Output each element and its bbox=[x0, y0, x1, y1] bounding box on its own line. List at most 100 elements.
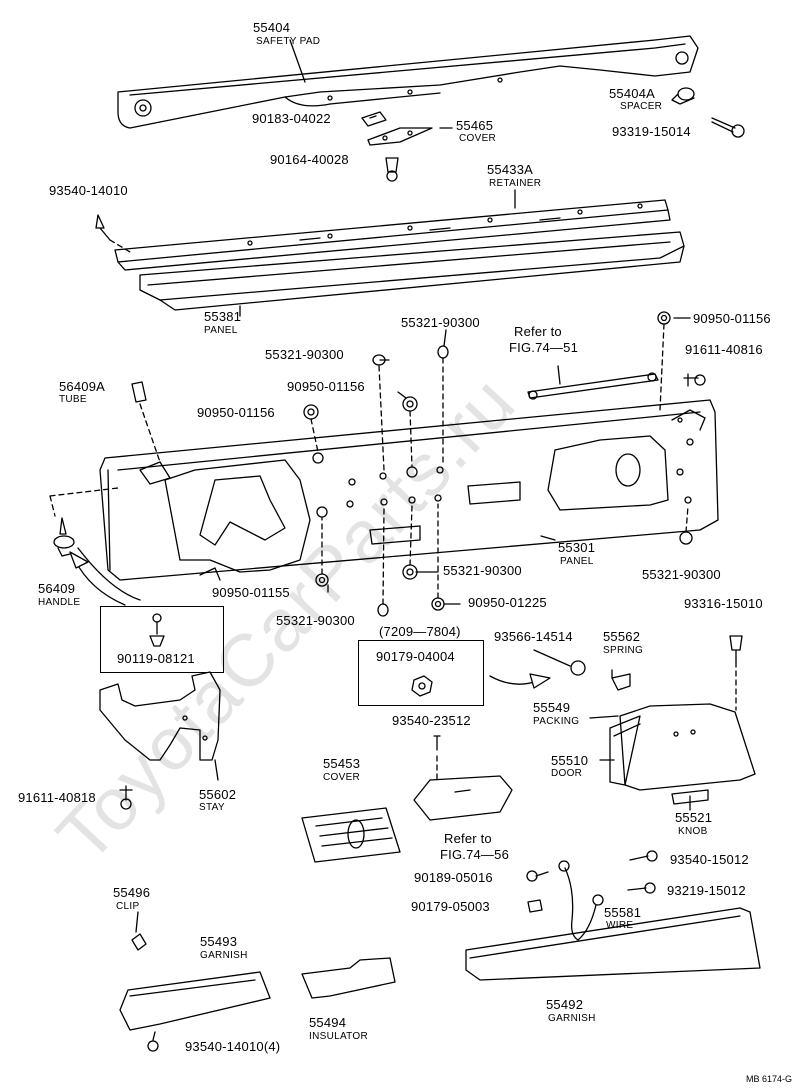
part-number-55301[interactable]: 55301 bbox=[558, 540, 596, 555]
part-number-93540-14010[interactable]: 93540-14010 bbox=[49, 183, 128, 198]
knob-part[interactable] bbox=[671, 789, 709, 805]
ref-fig51-line2[interactable]: FIG.74—51 bbox=[509, 340, 578, 355]
part-number-55521[interactable]: 55521 bbox=[675, 810, 713, 825]
wire-part[interactable] bbox=[558, 860, 604, 941]
nut-90179-05003-part[interactable] bbox=[527, 899, 543, 913]
screw-93566-part[interactable] bbox=[533, 649, 586, 676]
part-number-55465[interactable]: 55465 bbox=[456, 118, 494, 133]
ref-fig56-line2[interactable]: FIG.74—56 bbox=[440, 847, 509, 862]
part-number-56409a[interactable]: 56409A bbox=[59, 379, 106, 394]
bracket-fig56[interactable] bbox=[413, 775, 513, 821]
part-name-55492: GARNISH bbox=[548, 1013, 596, 1024]
part-name-55496: CLIP bbox=[116, 901, 140, 912]
part-number-90950-01155[interactable]: 90950-01155 bbox=[212, 585, 290, 600]
part-number-55433a[interactable]: 55433A bbox=[487, 162, 534, 177]
part-name-55433a: RETAINER bbox=[489, 178, 542, 189]
panel-55381-part[interactable] bbox=[139, 231, 685, 311]
part-number-55321-e[interactable]: 55321-90300 bbox=[642, 567, 721, 582]
bolt-90119-part[interactable] bbox=[149, 613, 165, 647]
part-number-55381[interactable]: 55381 bbox=[204, 309, 242, 324]
part-number-90950-01225[interactable]: 90950-01225 bbox=[468, 595, 547, 610]
screw-90164-part[interactable] bbox=[385, 157, 399, 182]
part-number-55510[interactable]: 55510 bbox=[551, 753, 589, 768]
part-number-90179-05003[interactable]: 90179-05003 bbox=[411, 899, 490, 914]
retainer-part[interactable] bbox=[114, 199, 671, 271]
screw-93540-14010-4-part[interactable] bbox=[147, 1031, 159, 1052]
garnish-55492-part[interactable] bbox=[465, 907, 761, 981]
spacer-part[interactable] bbox=[671, 87, 695, 105]
part-number-90179-04004[interactable]: 90179-04004 bbox=[376, 649, 455, 664]
part-number-93540-14010-4[interactable]: 93540-14010(4) bbox=[185, 1039, 281, 1054]
stay-part[interactable] bbox=[99, 671, 221, 761]
part-name-55521: KNOB bbox=[678, 826, 708, 837]
part-name-55602: STAY bbox=[199, 802, 225, 813]
screw-93540-15012-part[interactable] bbox=[629, 850, 658, 862]
part-number-93316-15010[interactable]: 93316-15010 bbox=[684, 596, 763, 611]
screw-91611-40818-part[interactable] bbox=[119, 785, 133, 810]
part-number-93319-15014[interactable]: 93319-15014 bbox=[612, 124, 691, 139]
part-number-90950-01156-c[interactable]: 90950-01156 bbox=[197, 405, 275, 420]
rod-fig51[interactable] bbox=[527, 372, 659, 400]
part-number-55404[interactable]: 55404 bbox=[253, 20, 291, 35]
part-number-91611-40816[interactable]: 91611-40816 bbox=[685, 342, 763, 357]
part-name-55404a: SPACER bbox=[620, 101, 663, 112]
part-number-55321-c[interactable]: 55321-90300 bbox=[276, 613, 355, 628]
safety-pad-part[interactable] bbox=[117, 35, 699, 129]
part-number-90189-05016[interactable]: 90189-05016 bbox=[414, 870, 493, 885]
garnish-55493-part[interactable] bbox=[119, 971, 271, 1031]
screw-93540-23512-part[interactable] bbox=[433, 735, 441, 751]
main-panel-55301-part[interactable] bbox=[99, 399, 719, 581]
ref-fig51-line1: Refer to bbox=[514, 324, 562, 339]
part-number-55492[interactable]: 55492 bbox=[546, 997, 584, 1012]
part-name-55404: SAFETY PAD bbox=[256, 36, 321, 47]
part-number-55494[interactable]: 55494 bbox=[309, 1015, 347, 1030]
part-number-91611-40818[interactable]: 91611-40818 bbox=[18, 790, 96, 805]
inset-box-handle bbox=[100, 606, 224, 673]
handle-part[interactable] bbox=[53, 517, 75, 557]
ref-fig56-line1: Refer to bbox=[444, 831, 492, 846]
part-number-55321-b[interactable]: 55321-90300 bbox=[265, 347, 344, 362]
part-number-55602[interactable]: 55602 bbox=[199, 787, 237, 802]
screw-93316-part[interactable] bbox=[729, 635, 743, 663]
part-number-55496[interactable]: 55496 bbox=[113, 885, 151, 900]
tube-part[interactable] bbox=[131, 381, 147, 403]
door-part[interactable] bbox=[609, 703, 756, 791]
part-number-90950-01156-b[interactable]: 90950-01156 bbox=[287, 379, 365, 394]
screw-90189-part[interactable] bbox=[526, 870, 549, 882]
part-number-93540-23512[interactable]: 93540-23512 bbox=[392, 713, 471, 728]
part-number-55562[interactable]: 55562 bbox=[603, 629, 641, 644]
part-number-90950-01156-a[interactable]: 90950-01156 bbox=[693, 311, 771, 326]
cover-55453-part[interactable] bbox=[301, 807, 401, 863]
part-name-55453: COVER bbox=[323, 772, 361, 783]
part-name-55562: SPRING bbox=[603, 645, 644, 656]
screw-93540-14010-part[interactable] bbox=[95, 214, 111, 241]
insulator-part[interactable] bbox=[301, 957, 396, 999]
part-number-55581[interactable]: 55581 bbox=[604, 905, 642, 920]
screw-93219-part[interactable] bbox=[627, 882, 656, 894]
clip-90183-part[interactable] bbox=[361, 111, 387, 127]
part-number-56409[interactable]: 56409 bbox=[38, 581, 76, 596]
part-number-55493[interactable]: 55493 bbox=[200, 934, 238, 949]
part-number-90119-08121[interactable]: 90119-08121 bbox=[117, 651, 195, 666]
part-name-55493: GARNISH bbox=[200, 950, 248, 961]
part-number-55321-d[interactable]: 55321-90300 bbox=[443, 563, 522, 578]
part-number-55321-a[interactable]: 55321-90300 bbox=[401, 315, 480, 330]
part-number-93566-14514[interactable]: 93566-14514 bbox=[494, 629, 573, 644]
clip-55496-part[interactable] bbox=[131, 933, 147, 951]
part-name-55510: DOOR bbox=[551, 768, 583, 779]
part-number-90164-40028[interactable]: 90164-40028 bbox=[270, 152, 349, 167]
part-number-93540-15012[interactable]: 93540-15012 bbox=[670, 852, 749, 867]
part-number-93219-15012[interactable]: 93219-15012 bbox=[667, 883, 746, 898]
part-number-55549[interactable]: 55549 bbox=[533, 700, 571, 715]
part-number-55453[interactable]: 55453 bbox=[323, 756, 361, 771]
nut-90179-04004-part[interactable] bbox=[411, 675, 433, 697]
cover-55465-part[interactable] bbox=[367, 127, 433, 146]
part-number-55404a[interactable]: 55404A bbox=[609, 86, 656, 101]
part-name-55581: WIRE bbox=[606, 920, 634, 931]
spring-part[interactable] bbox=[611, 669, 631, 691]
part-number-90183-04022[interactable]: 90183-04022 bbox=[252, 111, 331, 126]
part-name-55494: INSULATOR bbox=[309, 1031, 369, 1042]
bolt-93319-part[interactable] bbox=[711, 117, 745, 138]
